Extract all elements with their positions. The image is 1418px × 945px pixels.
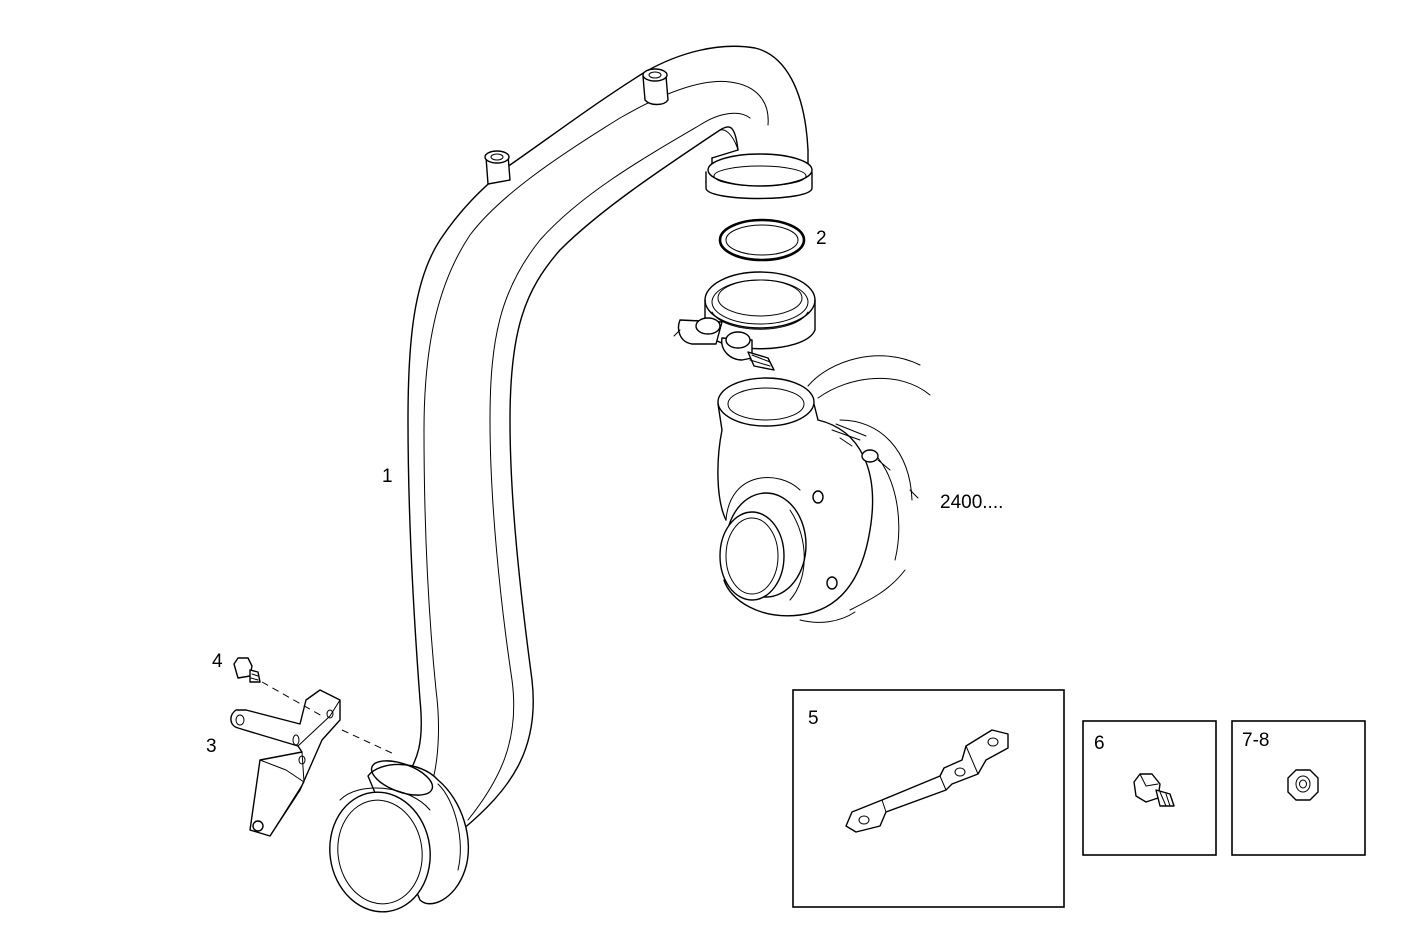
reference-label: 2400.... bbox=[940, 492, 1003, 513]
pipe-outlet-flange bbox=[705, 149, 813, 200]
v-band-clamp bbox=[673, 271, 816, 371]
o-ring bbox=[718, 218, 806, 262]
turbocharger-housing bbox=[717, 355, 931, 623]
callout-5: 5 bbox=[808, 708, 819, 729]
callout-6: 6 bbox=[1094, 733, 1105, 754]
boss-left bbox=[484, 150, 511, 185]
bracket bbox=[230, 689, 341, 837]
bolt-small bbox=[233, 657, 261, 683]
pipe-inlet bbox=[329, 760, 469, 913]
callout-4: 4 bbox=[212, 651, 223, 672]
callout-2: 2 bbox=[816, 228, 827, 249]
callout-3: 3 bbox=[206, 736, 217, 757]
detail-box-5 bbox=[792, 689, 1065, 908]
detail-box-6 bbox=[1082, 720, 1217, 856]
leader-line-3 bbox=[341, 729, 395, 755]
boss-top bbox=[642, 68, 669, 106]
callout-7-8: 7-8 bbox=[1242, 730, 1269, 751]
intake-pipe bbox=[329, 45, 813, 913]
callout-1: 1 bbox=[382, 466, 393, 487]
detail-box-7-8 bbox=[1231, 720, 1366, 856]
